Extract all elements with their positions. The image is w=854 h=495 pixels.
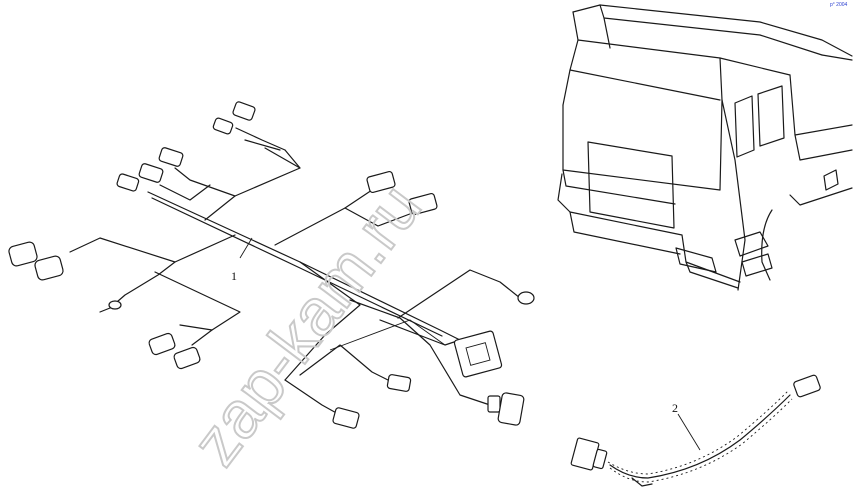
wiring-harness-1: 1 — [8, 101, 535, 429]
callout-label-1: 1 — [231, 269, 237, 283]
watermark-text: zap-kam.ru — [177, 170, 435, 478]
callout-label-2: 2 — [672, 401, 678, 415]
connector-left-pair — [8, 241, 64, 281]
connector-plug-right — [487, 392, 525, 426]
terminal-small — [99, 300, 122, 313]
connector-lower-left — [332, 407, 360, 429]
wiring-harness-2: 2 — [570, 374, 821, 487]
bulb-socket — [517, 291, 535, 305]
corner-mark: p° 2004 — [830, 2, 848, 8]
connector-top-1 — [212, 101, 286, 151]
relay-block — [453, 330, 503, 378]
truck-cab-illustration — [557, 4, 853, 291]
connector-bottom-left-pair — [148, 332, 201, 370]
connector-lower-mid — [386, 374, 412, 392]
connector-top-right-2 — [408, 192, 438, 216]
connector-top-2 — [116, 147, 211, 201]
connector-top-right-1 — [366, 170, 396, 194]
